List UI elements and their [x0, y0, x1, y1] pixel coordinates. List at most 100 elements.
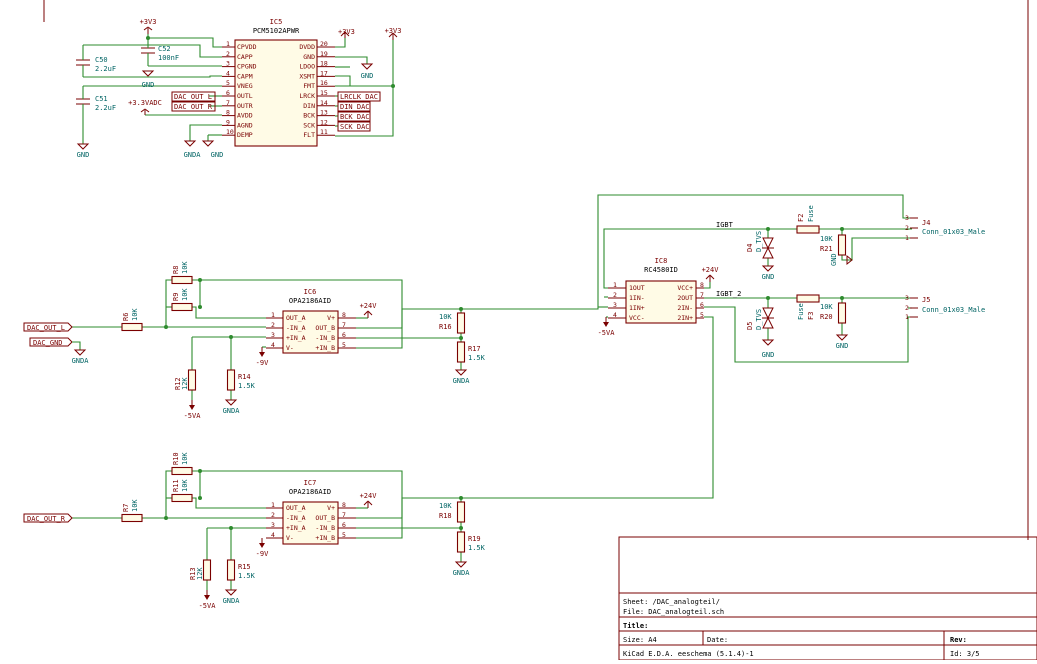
net-label-igbt2: IGBT_2	[716, 290, 741, 298]
ic5-pin-name: CAPM	[237, 72, 253, 80]
svg-text:DAC_OUT_L: DAC_OUT_L	[27, 324, 65, 332]
svg-text:BCK_DAC: BCK_DAC	[340, 113, 370, 121]
capacitor-c50: C50 2.2uF	[76, 45, 116, 77]
label-dac-out-r-input[interactable]: DAC_OUT_R	[23, 513, 73, 523]
j5-ref: J5	[922, 296, 930, 304]
r20-value: 10K	[820, 303, 833, 311]
power-label: -5VA	[199, 602, 217, 610]
power-m5va-r13: -5VA	[199, 590, 217, 610]
capacitor-c51: C51 2.2uF	[76, 92, 116, 113]
title-size: Size: A4	[623, 636, 657, 644]
ic5-pin-name: CPGND	[237, 63, 257, 71]
ic8-pin-number: 8	[700, 281, 704, 289]
ic8-pin-name: 1IN+	[629, 304, 645, 312]
c52-value: 100nF	[158, 54, 179, 62]
ic6-ref: IC6	[304, 288, 317, 296]
f3-value: Fuse	[797, 303, 805, 320]
ic8-part: RC4580ID	[644, 266, 678, 274]
ic8-pin-name: 2IN-	[677, 304, 693, 312]
r9-value: 10K	[181, 288, 189, 301]
r12-value: 12K	[181, 377, 189, 390]
ic5-pin-name: BCK	[303, 112, 315, 120]
label-lrclk-dac[interactable]: LRCLK_DAC	[337, 91, 381, 102]
r19-value: 1.5K	[468, 544, 486, 552]
r14-value: 1.5K	[238, 382, 256, 390]
power-m9v-ic6: -9V	[256, 347, 269, 367]
ic5-pin-name: XSMT	[299, 72, 315, 80]
ic6-pin-number: 3	[271, 331, 275, 339]
ic5-pin-number: 7	[226, 99, 230, 107]
label-din-dac[interactable]: DIN_DAC	[337, 101, 371, 112]
ic5-pin-number: 6	[226, 89, 230, 97]
gnd-ic5-demp: GND	[201, 135, 223, 159]
svg-text:3: 3	[905, 214, 909, 222]
connector-j5: 321 J5 Conn_01x03_Male	[905, 294, 985, 321]
r12-ref: R12	[174, 377, 182, 390]
ic8-pin-name: 2IN+	[677, 314, 693, 322]
j4-value: Conn_01x03_Male	[922, 228, 985, 236]
ic6-pin-name: +IN_B	[315, 344, 335, 352]
label-sck-dac[interactable]: SCK_DAC	[337, 121, 371, 132]
ic7-pin-number: 1	[271, 501, 275, 509]
gnda-label: GNDA	[72, 357, 90, 365]
title-tool: KiCad E.D.A. eeschema (5.1.4)-1	[623, 650, 754, 658]
d5-value: D_TVS	[755, 309, 763, 330]
ic6-pin-number: 5	[342, 341, 346, 349]
ic8-pin-name: 1IN-	[629, 294, 645, 302]
fuse-f3: Fuse F3	[796, 294, 820, 320]
ic8-pin-number: 3	[613, 301, 617, 309]
power-m5va-ic8: -5VA	[598, 317, 615, 337]
label-dac-out-r-ic5[interactable]: DAC_OUT_R	[171, 101, 216, 112]
ic6-pin-name: OUT_B	[315, 324, 335, 332]
ic7-pin-name: OUT_B	[315, 514, 335, 522]
connector-j4: 321 J4 Conn_01x03_Male	[905, 214, 985, 242]
ic8-pin-name: 2OUT	[677, 294, 693, 302]
c50-ref: C50	[95, 56, 108, 64]
ic5-pin-name: DVDD	[299, 43, 315, 51]
ic6-pin-number: 7	[342, 321, 346, 329]
gnd-label: GND	[142, 81, 155, 89]
power-label: +3.3VADC	[128, 99, 162, 107]
title-title: Title:	[623, 622, 648, 630]
label-dac-out-l-ic5[interactable]: DAC_OUT_L	[171, 91, 216, 102]
gnda-r19: GNDA	[453, 561, 470, 577]
ic5-pin-number: 5	[226, 79, 230, 87]
r18-ref: R18	[439, 512, 452, 520]
r15-value: 1.5K	[238, 572, 256, 580]
label-dac-gnd[interactable]: DAC_GND	[29, 337, 73, 347]
ic5-pin-name: FLT	[303, 131, 315, 139]
power-label: -5VA	[184, 412, 202, 420]
ic7-pin-number: 3	[271, 521, 275, 529]
r11-value: 10K	[181, 479, 189, 492]
ic6-part: OPA2186AID	[289, 297, 331, 305]
gnda-r14: GNDA	[223, 399, 240, 415]
ic5-pin-name: SCK	[303, 121, 315, 129]
r8-ref: R8	[172, 266, 180, 274]
f2-ref: F2	[797, 214, 805, 222]
gnd-label: GND	[836, 342, 849, 350]
label-dac-out-l-input[interactable]: DAC_OUT_L	[23, 322, 73, 332]
ic6-pin-number: 6	[342, 331, 346, 339]
ic6-pin-name: V-	[286, 344, 294, 352]
ic8-pin-name: 1OUT	[629, 284, 645, 292]
ic5-pin-name: VNEG	[237, 82, 253, 90]
ic8-pin-name: VCC-	[629, 314, 645, 322]
ic6-pin-name: -IN_B	[315, 334, 335, 342]
r7-value: 10K	[131, 499, 139, 512]
ic5-pin-number: 10	[226, 128, 234, 136]
ic5-pin-number: 9	[226, 118, 230, 126]
label-bck-dac[interactable]: BCK_DAC	[337, 111, 371, 122]
ic8-pin-number: 1	[613, 281, 617, 289]
gnd-label: GND	[77, 151, 90, 159]
gnd-label: GNDA	[453, 377, 471, 385]
gnd-r21: GND	[830, 253, 853, 266]
